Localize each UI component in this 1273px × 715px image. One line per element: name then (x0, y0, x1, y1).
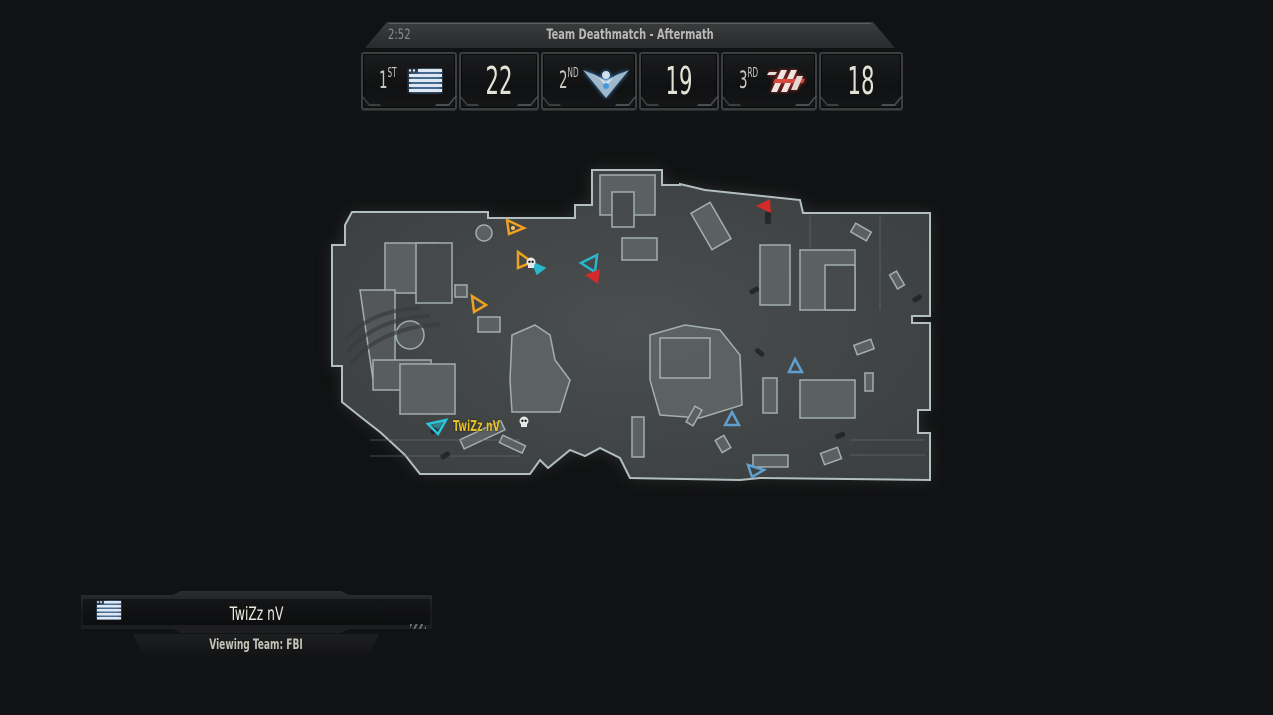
nameplate-inner (83, 599, 430, 625)
self-player-arrow-icon (425, 418, 449, 437)
standing-1-place: 1ST (379, 66, 397, 94)
orange-teammate-arrow-icon (505, 217, 528, 236)
blue-player-arrow-icon (787, 356, 805, 374)
standing-2-score-cell: 19 (639, 52, 719, 110)
spectated-player-name: TwiZz nV (229, 603, 284, 625)
red-enemy-arrow-icon (585, 269, 600, 284)
viewing-team-label: Viewing Team: FBI (209, 637, 303, 653)
eagle-wings-emblem-icon (583, 70, 629, 98)
blue-player-arrow-icon (722, 409, 742, 427)
orange-teammate-arrow-icon (516, 249, 535, 270)
red-slash-emblem-icon (767, 70, 805, 92)
mode-title: Team Deathmatch - Aftermath (546, 27, 714, 43)
fbi-flag-emblem-icon (408, 69, 442, 92)
cyan-teammate-arrow-icon (530, 260, 547, 276)
player-nameplate (81, 591, 432, 633)
cyan-teammate-arrow-icon (578, 252, 599, 275)
fbi-flag-emblem-icon (97, 601, 121, 620)
standing-3-score: 18 (847, 59, 875, 103)
orange-teammate-arrow-icon (470, 293, 489, 315)
skull-death-icon (526, 257, 536, 268)
standing-2-team-cell: 2ND (541, 52, 637, 110)
skull-death-icon (519, 416, 529, 427)
standing-1-score: 22 (485, 59, 513, 103)
standing-3-place: 3RD (739, 66, 759, 94)
red-enemy-arrow-icon (756, 199, 771, 213)
standing-1-score-cell: 22 (459, 52, 539, 110)
nameplate-corner-decoration (410, 624, 426, 629)
self-player-name-label: TwiZz nV (453, 417, 500, 435)
standing-2-place: 2ND (559, 66, 579, 94)
blue-player-arrow-icon (746, 463, 768, 479)
viewing-team-plate (133, 634, 379, 656)
standing-2-score: 19 (665, 59, 693, 103)
standing-3-team-cell: 3RD (721, 52, 817, 110)
standing-3-score-cell: 18 (819, 52, 903, 110)
mode-title-bar (365, 22, 895, 48)
team-standings: 1ST 22 2ND (361, 52, 903, 110)
match-timer: 2:52 (388, 27, 411, 43)
standing-1-team-cell: 1ST (361, 52, 457, 110)
